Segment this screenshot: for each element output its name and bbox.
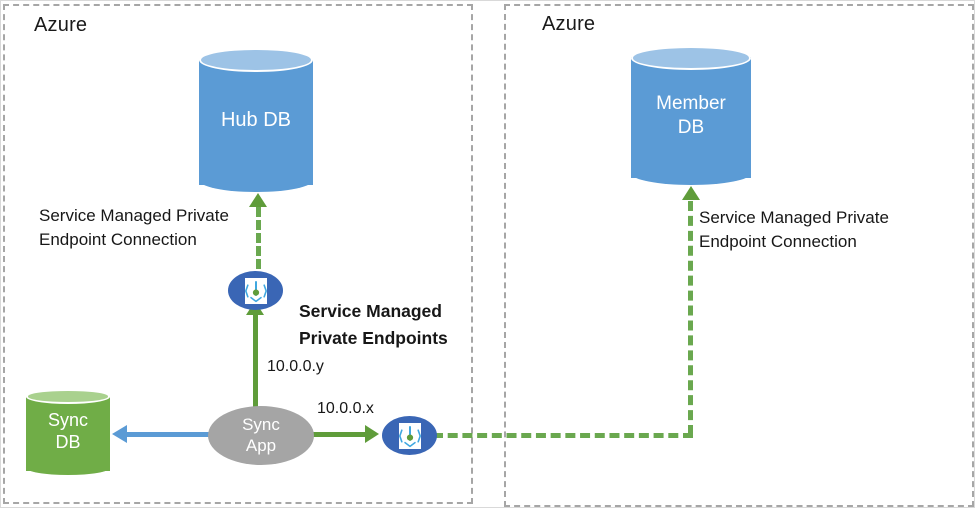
member-db-body [631, 57, 751, 179]
sync-app-node[interactable]: Sync App [208, 406, 314, 465]
member-connection-label: Service Managed Private Endpoint Connect… [699, 206, 889, 254]
edge-pe-bottom-to-member-db [688, 201, 693, 435]
sync-app-label-line2: App [245, 435, 277, 455]
edge-pe-bottom-horizontal [433, 433, 693, 438]
sync-db-node[interactable]: Sync DB [26, 389, 110, 475]
sync-app-label-line1: Sync [242, 415, 280, 435]
sync-db-label: Sync DB [26, 389, 110, 475]
edge-sync-app-to-pe-bottom [309, 432, 367, 437]
hub-db-body [199, 59, 313, 185]
arrow-pe-to-member-db [682, 186, 700, 200]
sync-db-label-line2: DB [55, 432, 81, 452]
member-db-label: Member DB [631, 46, 751, 185]
private-endpoint-top[interactable] [228, 271, 283, 310]
private-endpoint-icon [244, 277, 267, 304]
member-db-label-line2: DB [677, 116, 705, 138]
azure-boundary-left [3, 4, 473, 504]
private-endpoint-bottom[interactable] [382, 416, 437, 455]
hub-db-label-line1: Hub DB [220, 108, 292, 131]
edge-sync-app-to-pe-top [253, 313, 258, 423]
panel-label-left: Azure [34, 14, 88, 36]
endpoints-label-line1: Service Managed [299, 301, 442, 321]
hub-db-top [199, 48, 313, 73]
member-db-label-line1: Member [656, 93, 726, 115]
azure-boundary-right [504, 4, 974, 507]
private-endpoint-icon [398, 422, 421, 449]
sync-db-label-line1: Sync [47, 410, 89, 431]
hub-connection-label-line2: Endpoint Connection [39, 230, 197, 250]
arrow-sync-app-to-sync-db [112, 425, 127, 443]
edge-pe-to-hub-db [256, 207, 261, 269]
ip-label-member: 10.0.0.x [317, 400, 374, 417]
member-connection-label-line2: Endpoint Connection [699, 232, 857, 252]
hub-db-label: Hub DB [199, 48, 313, 192]
hub-db-node[interactable]: Hub DB [199, 48, 313, 192]
sync-db-body [26, 395, 110, 471]
edge-sync-app-to-sync-db [126, 432, 218, 437]
ip-label-hub: 10.0.0.y [267, 358, 324, 375]
hub-connection-label: Service Managed Private Endpoint Connect… [39, 204, 229, 252]
member-db-node[interactable]: Member DB [631, 46, 751, 185]
arrow-pe-to-hub-db [249, 193, 267, 207]
member-connection-label-line1: Service Managed Private [699, 208, 889, 227]
service-managed-endpoints-label: Service Managed Private Endpoints [299, 298, 448, 352]
panel-label-right: Azure [542, 13, 596, 35]
member-db-top [631, 46, 751, 70]
hub-connection-label-line1: Service Managed Private [39, 206, 229, 225]
arrow-sync-app-to-pe-bottom [365, 425, 379, 443]
sync-db-top [26, 389, 110, 404]
endpoints-label-line2: Private Endpoints [299, 328, 448, 349]
